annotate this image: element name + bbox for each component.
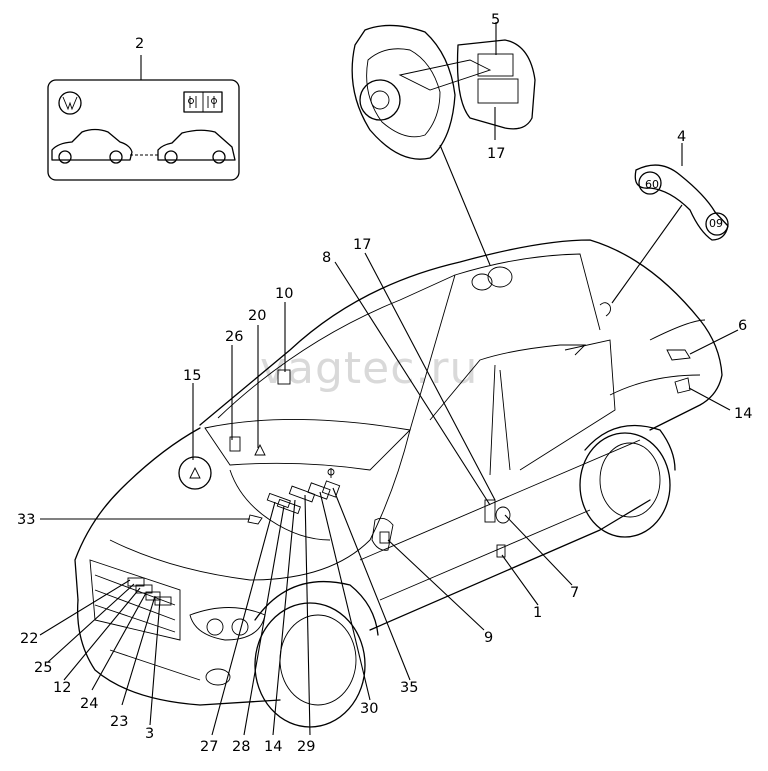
sticker-7: [495, 506, 511, 524]
rear-wheel: [579, 432, 671, 538]
sticker-26: [229, 436, 241, 452]
callout-30: 30: [360, 701, 378, 717]
callout-10: 10: [275, 286, 293, 302]
callout-35: 35: [400, 680, 418, 696]
callout-14-rear: 14: [734, 406, 752, 422]
inset-2-label-box: [47, 55, 240, 181]
leader-lines: [39, 144, 739, 736]
front-wheel: [254, 602, 366, 728]
callout-17-fuel: 17: [487, 146, 505, 162]
sticker-15: [178, 456, 212, 490]
sticker-9: [379, 531, 390, 544]
callout-2: 2: [135, 36, 144, 52]
callout-9: 9: [484, 630, 493, 646]
sticker-14-rear: [674, 377, 691, 394]
callout-23: 23: [110, 714, 128, 730]
callout-14: 14: [264, 739, 282, 755]
callout-17: 17: [353, 237, 371, 253]
inset-fuel-door: [351, 22, 536, 160]
car-icon: [51, 128, 133, 164]
sticker-1: [496, 544, 506, 558]
callout-27: 27: [200, 739, 218, 755]
callout-25: 25: [34, 660, 52, 676]
callout-7: 7: [570, 585, 579, 601]
callout-22: 22: [20, 631, 38, 647]
callout-8: 8: [322, 250, 331, 266]
service-book-icon: [183, 91, 223, 113]
callout-26: 26: [225, 329, 243, 345]
sticker-10: [277, 369, 291, 385]
inset-4-tire-label: 60 60: [634, 143, 729, 241]
tire-label-b: 60: [709, 216, 723, 229]
callout-20: 20: [248, 308, 266, 324]
callout-5: 5: [491, 12, 500, 28]
vw-logo-icon: [58, 91, 82, 115]
car-body: [74, 239, 723, 728]
trailer-car-icon: [157, 129, 236, 164]
callout-33: 33: [17, 512, 35, 528]
callout-15: 15: [183, 368, 201, 384]
callout-29: 29: [297, 739, 315, 755]
callout-12: 12: [53, 680, 71, 696]
callouts: 2 5 17 4 17 8 10 20 26 6 15 14 33 7 1 9 …: [17, 12, 752, 755]
warning-triangle-icon: [189, 466, 201, 479]
callout-1: 1: [533, 605, 542, 621]
callout-4: 4: [677, 129, 686, 145]
sticker-6: [666, 349, 691, 361]
sticker-20: [254, 443, 266, 456]
stickers: [127, 302, 691, 606]
sticker-4-loc: [599, 302, 611, 317]
callout-6: 6: [738, 318, 747, 334]
tire-label-a: 60: [645, 178, 659, 191]
watermark: vagtec.ru: [260, 343, 478, 394]
sticker-8: [484, 499, 496, 523]
callout-3: 3: [145, 726, 154, 742]
callout-24: 24: [80, 696, 98, 712]
callout-28: 28: [232, 739, 250, 755]
fuel-door-icon: [456, 39, 536, 130]
sticker-33: [247, 514, 263, 525]
